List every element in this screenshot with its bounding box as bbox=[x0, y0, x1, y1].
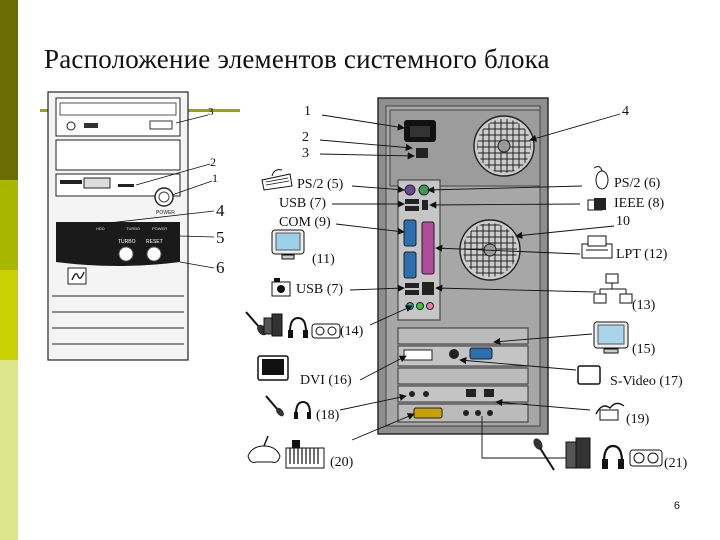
label-18: (18) bbox=[316, 408, 340, 423]
front-callout-4: 4 bbox=[216, 201, 225, 220]
front-callout-6: 6 bbox=[216, 258, 225, 277]
label-com-9: COM (9) bbox=[279, 215, 331, 230]
turbo-text: TURBO bbox=[118, 239, 136, 245]
turbo-button bbox=[118, 246, 134, 262]
speakers-icon bbox=[565, 437, 591, 469]
audio-jack bbox=[426, 302, 434, 310]
headphones-icon bbox=[288, 316, 308, 338]
ieee-device-icon bbox=[587, 198, 606, 211]
lpt-port bbox=[421, 221, 435, 275]
label-2: 2 bbox=[302, 130, 309, 145]
usb-port bbox=[405, 199, 419, 204]
psu-fan bbox=[473, 115, 535, 177]
sidebar-segment bbox=[0, 360, 18, 540]
ieee-port bbox=[422, 200, 428, 210]
front-callout-5: 5 bbox=[216, 228, 225, 247]
mouse-icon bbox=[593, 166, 609, 190]
power-button bbox=[154, 187, 174, 207]
printer-icon bbox=[581, 235, 613, 259]
ps2-mouse-port bbox=[418, 184, 430, 196]
label-20: (20) bbox=[330, 455, 354, 470]
power-text: POWER bbox=[156, 210, 175, 216]
power-socket bbox=[404, 120, 436, 142]
ps2-keyboard-port bbox=[404, 184, 416, 196]
label-ps2-6: PS/2 (6) bbox=[614, 176, 661, 191]
audio-jack bbox=[416, 302, 424, 310]
sidebar-segment bbox=[0, 270, 18, 360]
speakers-icon bbox=[263, 313, 283, 337]
synthesizer-icon bbox=[285, 440, 325, 469]
front-vents bbox=[52, 295, 184, 345]
label-svideo-17: S-Video (17) bbox=[610, 374, 683, 389]
label-lpt-12: LPT (12) bbox=[616, 247, 668, 262]
turbo-led-text: TURBO bbox=[126, 226, 140, 231]
label-13: (13) bbox=[632, 298, 656, 313]
reset-button bbox=[146, 246, 162, 262]
radio-icon bbox=[595, 402, 625, 421]
microphone-icon bbox=[533, 438, 555, 471]
callout-arrows bbox=[319, 113, 621, 441]
label-21: (21) bbox=[664, 456, 688, 471]
power-led-text: POWER bbox=[152, 226, 167, 231]
monitor-icon bbox=[271, 229, 305, 260]
label-15: (15) bbox=[632, 342, 656, 357]
label-3: 3 bbox=[302, 146, 309, 161]
com-port bbox=[403, 251, 417, 279]
label-ieee-8: IEEE (8) bbox=[614, 196, 665, 211]
rear-panel bbox=[377, 97, 549, 435]
speaker-line bbox=[481, 416, 568, 459]
label-ps2-5: PS/2 (5) bbox=[297, 177, 344, 192]
label-dvi-16: DVI (16) bbox=[300, 373, 352, 388]
label-usb-7b: USB (7) bbox=[296, 282, 344, 297]
label-1: 1 bbox=[304, 104, 311, 119]
label-4: 4 bbox=[622, 104, 629, 119]
floppy-bay bbox=[55, 173, 181, 197]
voltage-switch bbox=[416, 148, 428, 158]
game-port bbox=[413, 407, 443, 419]
slide-title: Расположение элементов системного блока bbox=[44, 44, 550, 74]
keyboard-icon bbox=[261, 169, 293, 191]
front-callout-3: 3 bbox=[208, 106, 214, 118]
usb-port bbox=[405, 283, 419, 288]
camera-icon bbox=[271, 278, 291, 297]
sidebar-stripe bbox=[0, 0, 18, 540]
front-callout-2: 2 bbox=[210, 155, 216, 169]
sidebar-segment bbox=[0, 0, 18, 180]
lan-port bbox=[422, 282, 434, 295]
tape-recorder-icon bbox=[629, 449, 663, 467]
empty-bay bbox=[55, 139, 181, 171]
com-port bbox=[403, 219, 417, 247]
svideo-port bbox=[449, 349, 459, 359]
page-number: 6 bbox=[673, 500, 680, 512]
usb-port bbox=[405, 290, 419, 295]
joystick-icon bbox=[247, 435, 281, 463]
front-callout-1: 1 bbox=[212, 171, 218, 185]
expansion-slots bbox=[397, 327, 529, 423]
label-10: 10 bbox=[616, 214, 630, 229]
control-panel: HDD TURBO POWER TURBO RESET bbox=[56, 222, 180, 266]
tape-recorder-icon bbox=[311, 323, 341, 339]
headphones-icon bbox=[602, 444, 624, 469]
front-panel: POWER HDD TURBO POWER TURBO RESET bbox=[47, 91, 215, 361]
label-11: (11) bbox=[312, 252, 335, 267]
label-usb-7a: USB (7) bbox=[279, 196, 327, 211]
key-lock bbox=[67, 267, 87, 285]
sidebar-segment bbox=[0, 180, 18, 270]
tv-icon bbox=[577, 365, 601, 385]
dvi-port bbox=[403, 349, 433, 361]
hdd-led-text: HDD bbox=[96, 226, 105, 231]
headphones-icon bbox=[294, 400, 311, 419]
vga-port bbox=[469, 347, 493, 360]
label-14: (14) bbox=[340, 324, 364, 339]
microphone-icon bbox=[265, 395, 284, 417]
tv-icon bbox=[257, 355, 289, 381]
label-19: (19) bbox=[626, 412, 650, 427]
network-computers-icon bbox=[593, 273, 633, 304]
monitor-icon bbox=[593, 321, 629, 354]
reset-text: RESET bbox=[146, 239, 163, 245]
usb-port bbox=[405, 206, 419, 211]
cd-drive-bay bbox=[55, 97, 181, 137]
